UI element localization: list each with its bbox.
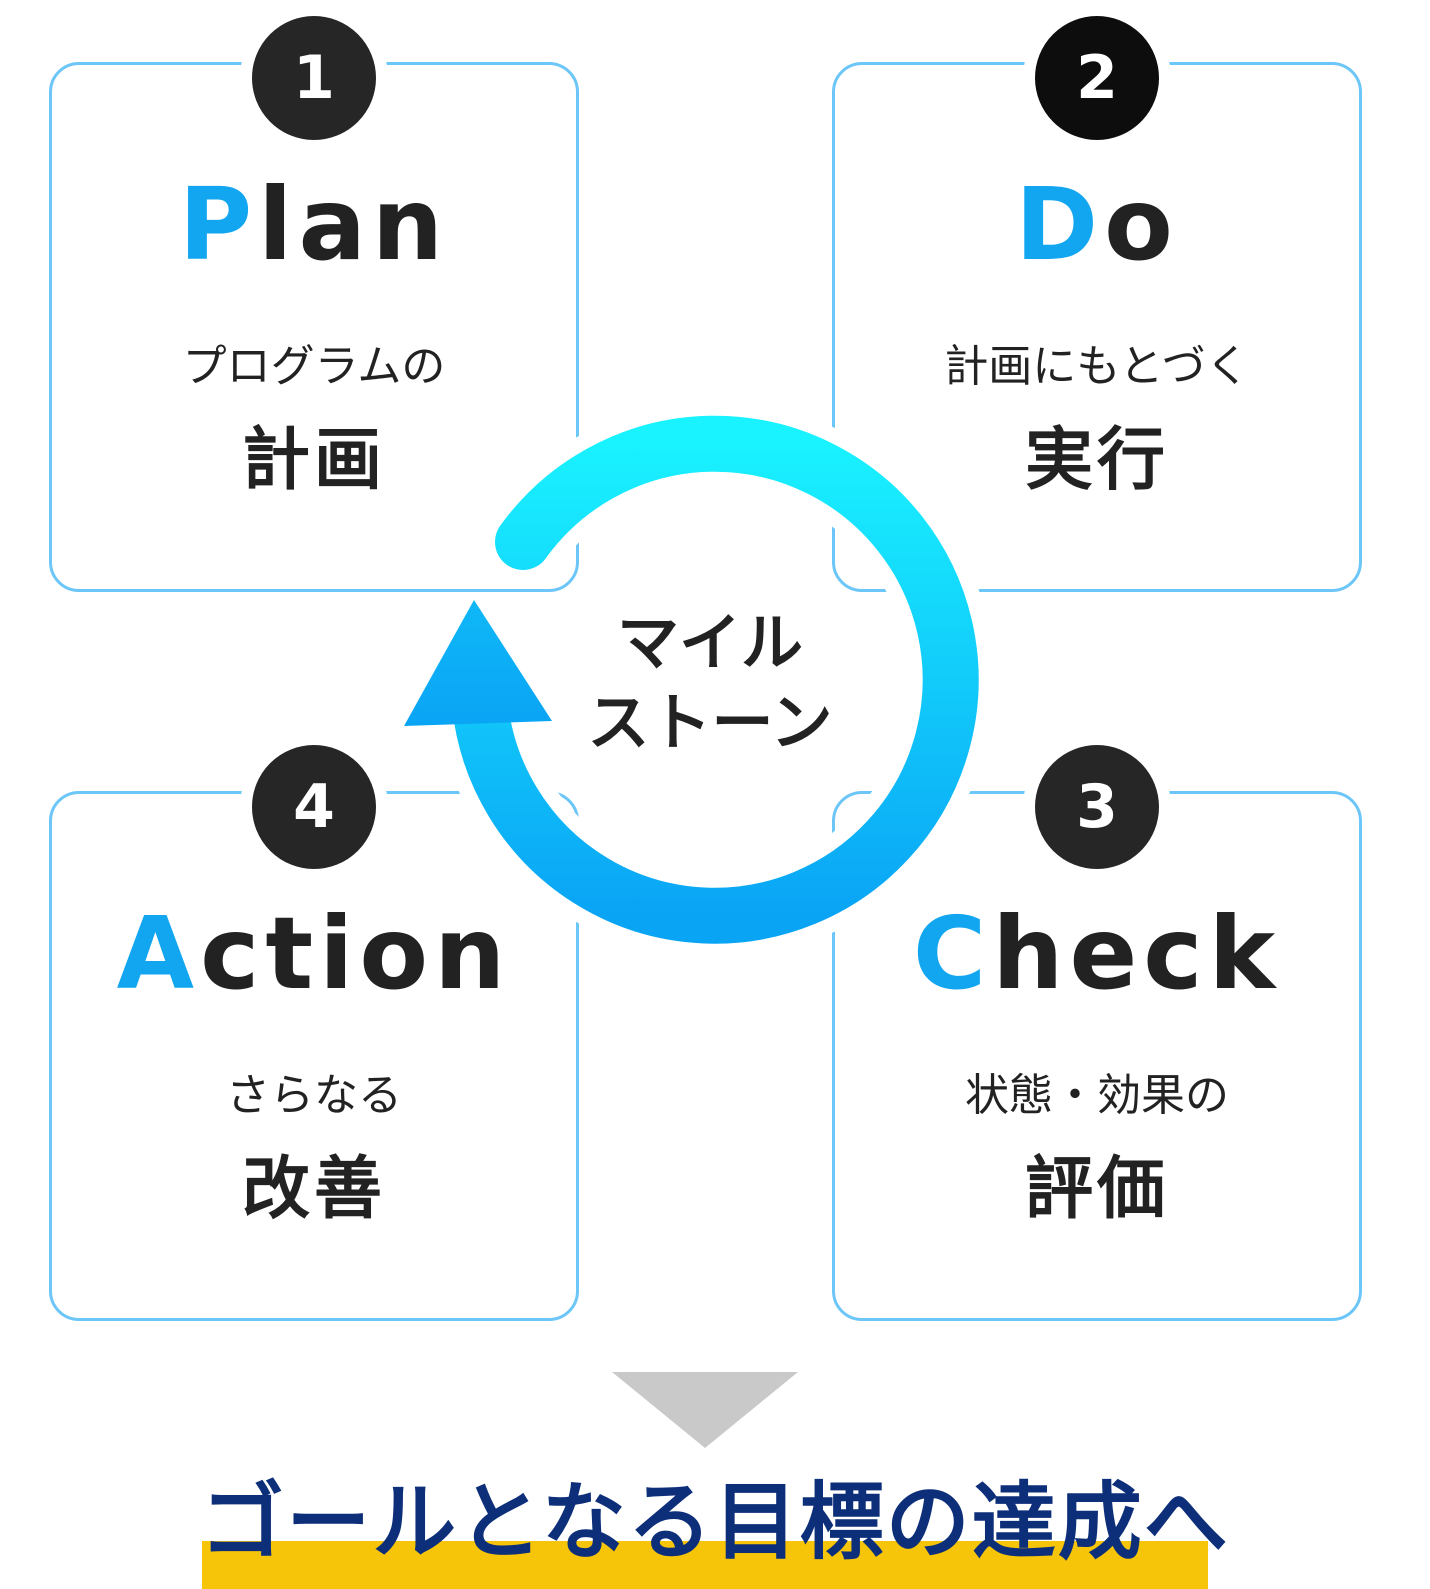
center-label-line1: マイル [616, 606, 803, 679]
check-subtitle: 状態・効果の [965, 1070, 1229, 1121]
heading-rest: heck [992, 895, 1282, 1012]
plan-main-label: 計画 [241, 421, 386, 500]
plan-card: 1 Plan プログラムの 計画 [49, 4, 579, 592]
check-heading: Check [835, 904, 1359, 1004]
plan-subtitle: プログラムの [182, 341, 446, 392]
do-main-label: 実行 [1024, 421, 1169, 500]
heading-first-letter: P [178, 166, 259, 283]
heading-first-letter: C [912, 895, 993, 1012]
cycle-arrowhead-icon [404, 600, 552, 726]
plan-heading: Plan [52, 175, 576, 275]
goal-highlight-bar [202, 1541, 1208, 1589]
action-heading: Action [52, 904, 576, 1004]
down-arrow-icon [612, 1372, 798, 1448]
do-heading: Do [835, 175, 1359, 275]
heading-rest: o [1104, 166, 1179, 283]
heading-rest: ction [200, 895, 512, 1012]
action-card: 4 Action さらなる 改善 [49, 733, 579, 1321]
center-label-line2: ストーン [587, 686, 833, 759]
action-main-label: 改善 [241, 1150, 386, 1229]
heading-rest: lan [258, 166, 450, 283]
check-main-label: 評価 [1024, 1150, 1169, 1229]
do-subtitle: 計画にもとづく [944, 341, 1250, 392]
cycle-ring [452, 415, 979, 944]
heading-first-letter: D [1015, 166, 1105, 283]
check-card: 3 Check 状態・効果の 評価 [832, 733, 1362, 1321]
goal-text: ゴールとなる目標の達成へ [200, 1473, 1230, 1571]
action-subtitle: さらなる [226, 1070, 402, 1121]
heading-first-letter: A [116, 895, 201, 1012]
